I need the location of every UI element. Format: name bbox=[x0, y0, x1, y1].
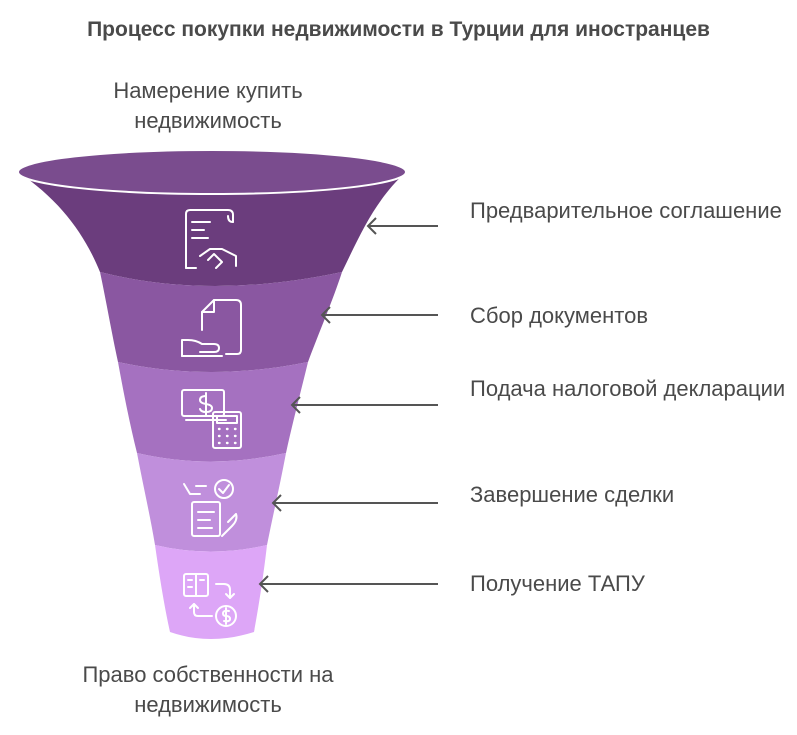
funnel-segment-1 bbox=[18, 172, 406, 286]
funnel-start-label: Намерение купить недвижимость bbox=[113, 78, 303, 133]
funnel-segment-2 bbox=[100, 272, 342, 372]
arrow-1-icon bbox=[366, 217, 438, 235]
document-hand-icon bbox=[181, 299, 242, 357]
checklist-hand-icon bbox=[183, 479, 238, 537]
page-title: Процесс покупки недвижимости в Турции дл… bbox=[87, 18, 710, 41]
document-exchange-icon bbox=[183, 573, 237, 627]
money-calculator-icon bbox=[181, 389, 242, 449]
step-label-2: Сбор документов bbox=[470, 303, 649, 328]
arrow-4-icon bbox=[271, 494, 438, 512]
step-label-3: Подача налоговой декларации bbox=[470, 376, 786, 401]
funnel-rim bbox=[17, 149, 407, 195]
step-label-4: Завершение сделки bbox=[470, 482, 675, 507]
step-label-5: Получение ТАПУ bbox=[470, 571, 645, 596]
arrow-2-icon bbox=[320, 306, 438, 324]
step-arrows bbox=[258, 217, 438, 593]
arrow-5-icon bbox=[258, 575, 438, 593]
funnel-segment-5 bbox=[155, 545, 267, 639]
contract-handshake-icon bbox=[185, 209, 237, 269]
arrow-3-icon bbox=[290, 396, 438, 414]
funnel-end-label: Право собственности на недвижимость bbox=[82, 662, 334, 717]
step-label-1: Предварительное соглашение bbox=[470, 198, 782, 223]
